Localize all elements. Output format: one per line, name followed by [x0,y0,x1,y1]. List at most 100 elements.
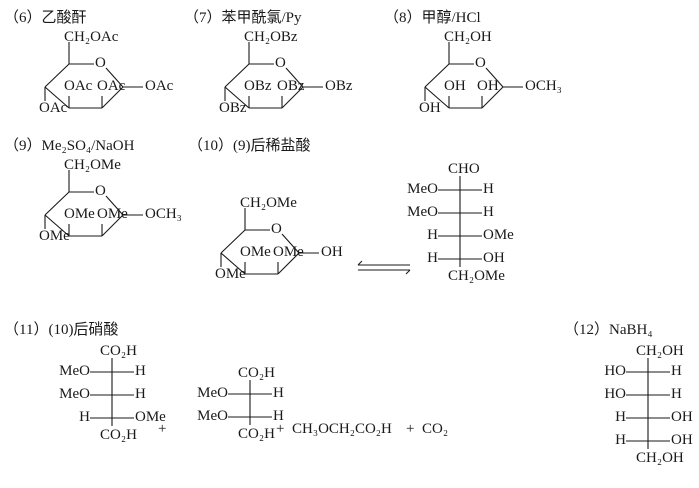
fischer-top-group: CHO [448,161,480,177]
fischer-right-group: H [483,181,494,197]
fischer-bottom-group: CH₂OMe [448,268,505,284]
ring-c6-group: CH₂OH [444,29,492,45]
ring-oxygen: O [475,55,486,71]
ring-oxygen: O [95,55,106,71]
ring-bond [224,63,250,88]
fischer-right-group: OH [483,250,505,266]
fischer-bottom-group: CO₂H [238,426,275,442]
ring-bond [44,63,70,88]
fischer-left-group: MeO [59,386,90,402]
ring-bond [277,252,300,275]
fischer-right-group: H [483,204,494,220]
ring-bond [285,67,304,88]
fischer-trimethyl-glucose [438,176,482,267]
fischer-bottom-group: CH₂OH [636,450,684,466]
ring-c2-group: OMe [273,244,304,260]
ring-c4-group: OH [419,100,441,116]
ring-c6-group: CH₂OAc [64,29,119,45]
fischer-right-group: OH [671,409,693,425]
ring-bond [281,86,304,109]
reaction-7-label: （7）苯甲酰氯/Py [184,10,302,26]
fischer-left-group: MeO [407,181,438,197]
fischer-top-group: CH₂OH [636,343,684,359]
fischer-right-group: H [671,363,682,379]
pyranose-ring-1 [224,42,323,109]
reaction-12-label: （12）NaBH₄ [564,322,653,338]
fischer-left-group: HO [604,363,626,379]
ring-c2-group: OMe [97,206,128,222]
fischer-left-group: H [615,432,626,448]
ring-oxygen: O [275,55,286,71]
ring-c1-group: OAc [145,78,174,94]
fischer-right-group: H [135,363,146,379]
fischer-glucitol [626,358,670,449]
ring-c1-group: OCH₃ [145,206,182,222]
fischer-right-group: H [135,386,146,402]
plus-sign-2: + [276,421,285,437]
ring-c4-group: OMe [215,266,246,282]
ring-bond [105,67,124,88]
plus-sign-3: + [406,421,415,437]
fischer-top-group: CO₂H [100,343,137,359]
ring-bond [224,86,250,109]
ring-bond [481,86,504,109]
ring-bond [101,214,124,237]
pyranose-ring-3 [44,170,143,237]
fischer-bottom-group: CO₂H [100,427,137,443]
pyranose-ring-4 [220,208,319,275]
ring-c1-group: OCH₃ [525,78,562,94]
ring-c3-group: OMe [64,206,95,222]
ring-bond [44,191,70,216]
ring-oxygen: O [95,183,106,199]
fischer-right-group: OMe [135,409,166,425]
ring-c6-group: CH₂OMe [64,157,121,173]
ring-bond [424,86,450,109]
ring-bond [485,67,504,88]
ring-bond [281,233,300,254]
pyranose-ring-2 [424,42,523,109]
ring-c1-group: OH [321,244,343,260]
pyranose-ring-0 [44,42,143,109]
ring-bond [44,214,70,237]
fischer-left-group: H [427,250,438,266]
fischer-right-group: H [273,385,284,401]
ring-c6-group: CH₂OBz [244,29,298,45]
ring-bond [44,86,70,109]
ring-c3-group: OAc [64,78,93,94]
ring-c1-group: OBz [325,78,353,94]
fischer-left-group: MeO [59,363,90,379]
ring-c3-group: OMe [240,244,271,260]
fischer-right-group: OH [671,432,693,448]
ring-bond [105,195,124,216]
ring-c2-group: OAc [97,78,126,94]
fischer-left-group: MeO [197,385,228,401]
plus-sign-1: + [158,421,167,437]
fischer-top-group: CO₂H [238,365,275,381]
fischer-right-group: H [273,408,284,424]
fischer-trimethoxyglutaric-acid [90,358,134,426]
ring-oxygen: O [271,221,282,237]
reaction-8-label: （8）甲醇/HCl [384,10,481,26]
reaction-10-label: （10）(9)后稀盐酸 [188,138,311,154]
fischer-left-group: HO [604,386,626,402]
product-co2: CO₂ [422,421,449,437]
fischer-left-group: MeO [407,204,438,220]
fischer-left-group: H [427,227,438,243]
reaction-11-label: （11）(10)后硝酸 [4,322,119,338]
ring-bond [220,229,246,254]
ring-c3-group: OBz [244,78,272,94]
reaction-9-label: （9）Me₂SO₄/NaOH [4,138,135,154]
ring-bond [220,252,246,275]
ring-c3-group: OH [444,78,466,94]
product-methoxyacetic-acid: CH₃OCH₂CO₂H [292,421,392,437]
ring-c2-group: OBz [277,78,305,94]
ring-c2-group: OH [477,78,499,94]
ring-bond [101,86,124,109]
equilibrium-arrow [357,260,411,275]
fischer-right-group: H [671,386,682,402]
fischer-dimethoxysuccinic-acid [228,380,272,425]
fischer-left-group: H [615,409,626,425]
reaction-6-label: （6）乙酸酐 [4,10,87,26]
ring-c6-group: CH₂OMe [240,195,297,211]
